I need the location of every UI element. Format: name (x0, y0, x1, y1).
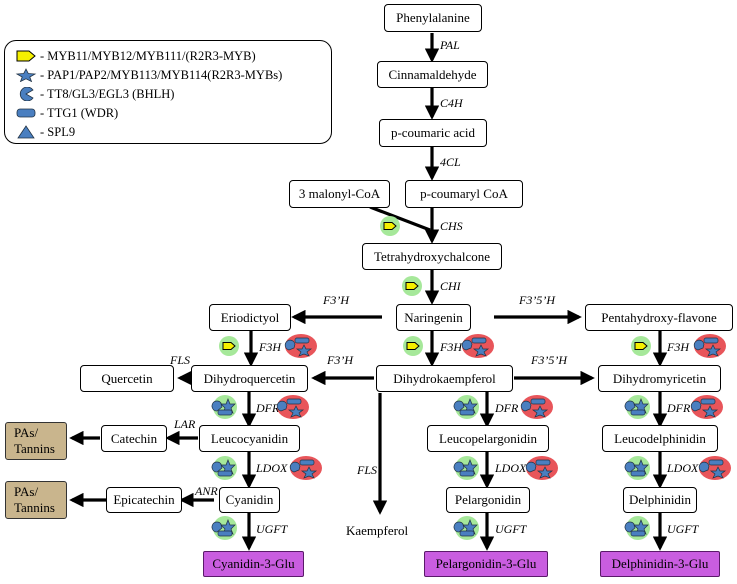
legend-item-spl9: - SPL9 (15, 123, 75, 141)
enzyme-chs: CHS (440, 219, 463, 233)
compound-quercetin: Quercetin (80, 365, 174, 392)
tannins-label: Tannins (14, 441, 55, 456)
regulator-complex-badge-f3h-center (461, 333, 495, 359)
pas-label: PAs/ (14, 484, 39, 499)
pacman-icon (19, 87, 34, 101)
compound-pas-tannins-2: PAs/ Tannins (5, 481, 67, 519)
regulator-complex-badge-ldox-center (525, 455, 559, 481)
enzyme-ugft-center: UGFT (495, 522, 527, 536)
compound-cyanidin: Cyanidin (219, 487, 280, 513)
pas-label: PAs/ (14, 425, 39, 440)
myb-badge-chs (379, 215, 401, 237)
compound-naringenin: Naringenin (396, 304, 471, 331)
enzyme-fls-quercetin: FLS (170, 353, 191, 367)
enzyme-4cl: 4CL (440, 155, 461, 169)
pap-badge-dfr-right (624, 394, 651, 420)
legend-item-ttg1: - TTG1 (WDR) (15, 104, 118, 122)
enzyme-pal: PAL (440, 38, 460, 52)
enzyme-dfr-right: DFR (667, 401, 691, 415)
myb-badge-f3h-left (218, 335, 240, 357)
regulator-complex-badge-ldox-right (698, 455, 732, 481)
malonyl-join (369, 205, 431, 232)
enzyme-ugft-left: UGFT (256, 522, 288, 536)
regulator-complex-badge-dfr-left (276, 394, 310, 420)
legend-text: - SPL9 (40, 124, 76, 139)
enzyme-c4h: C4H (440, 96, 463, 110)
myb-badge-f3h-right (630, 335, 652, 357)
compound-dihydroquercetin: Dihydroquercetin (191, 365, 308, 392)
regulator-complex-badge-dfr-center (520, 394, 554, 420)
rounded-rect-icon (16, 108, 36, 118)
compound-dihydrokaempferol: Dihydrokaempferol (376, 365, 513, 392)
regulator-complex-badge-f3h-right (693, 333, 727, 359)
legend-text: - MYB11/MYB12/MYB111/(R2R3-MYB) (40, 48, 256, 63)
enzyme-lar: LAR (174, 417, 196, 431)
pap-badge-ugft-right (624, 515, 651, 541)
legend-item-myb: - MYB11/MYB12/MYB111/(R2R3-MYB) (15, 47, 256, 65)
triangle-icon (17, 125, 35, 139)
compound-leucopelargonidin: Leucopelargonidin (427, 425, 549, 452)
compound-p-coumaric-acid: p-coumaric acid (379, 119, 487, 147)
enzyme-dfr-left: DFR (256, 401, 280, 415)
compound-epicatechin: Epicatechin (106, 487, 182, 513)
legend-item-tt8: - TT8/GL3/EGL3 (BHLH) (15, 85, 174, 103)
pap-badge-ldox-left (211, 455, 238, 481)
compound-pas-tannins-1: PAs/ Tannins (5, 422, 67, 460)
compound-delphinidin-3-glu: Delphinidin-3-Glu (600, 551, 720, 577)
pap-badge-ldox-right (624, 455, 651, 481)
compound-dihydromyricetin: Dihydromyricetin (598, 365, 721, 392)
star-icon (15, 68, 37, 82)
legend-text: - TTG1 (WDR) (40, 105, 119, 120)
enzyme-ldox-center: LDOX (495, 461, 527, 475)
legend: - MYB11/MYB12/MYB111/(R2R3-MYB) - PAP1/P… (4, 40, 332, 144)
compound-p-coumaryl-coa: p-coumaryl CoA (405, 180, 523, 208)
regulator-complex-badge-f3h-left (284, 333, 318, 359)
compound-cinnamaldehyde: Cinnamaldehyde (377, 61, 488, 88)
myb-badge-f3h-center (402, 335, 424, 357)
enzyme-f35h-mid: F3’5’H (531, 353, 567, 367)
compound-malonyl-coa: 3 malonyl-CoA (289, 180, 390, 208)
compound-pelargonidin: Pelargonidin (446, 487, 530, 513)
legend-text: - TT8/GL3/EGL3 (BHLH) (40, 86, 175, 101)
tannins-label: Tannins (14, 500, 55, 515)
regulator-complex-badge-dfr-right (690, 394, 724, 420)
compound-pelargonidin-3-glu: Pelargonidin-3-Glu (424, 551, 548, 577)
compound-leucodelphinidin: Leucodelphinidin (602, 425, 718, 452)
compound-phenylalanine: Phenylalanine (384, 4, 482, 32)
legend-text: - PAP1/PAP2/MYB113/MYB114(R2R3-MYBs) (40, 67, 283, 82)
enzyme-f35h-top: F3’5’H (519, 293, 555, 307)
compound-cyanidin-3-glu: Cyanidin-3-Glu (203, 551, 304, 577)
enzyme-f3prime-h-top: F3’H (323, 293, 349, 307)
compound-eriodictyol: Eriodictyol (209, 304, 291, 331)
enzyme-dfr-center: DFR (495, 401, 519, 415)
enzyme-chi: CHI (440, 279, 461, 293)
pap-badge-ugft-left (211, 515, 238, 541)
enzyme-f3h-center: F3H (440, 340, 462, 354)
enzyme-anr: ANR (195, 484, 218, 498)
enzyme-f3prime-h-mid: F3’H (327, 353, 353, 367)
enzyme-f3h-left: F3H (259, 340, 281, 354)
compound-leucocyanidin: Leucocyanidin (199, 425, 300, 452)
compound-kaempferol: Kaempferol (346, 523, 409, 538)
enzyme-ldox-right: LDOX (667, 461, 699, 475)
myb-tag-icon (16, 50, 36, 62)
compound-catechin: Catechin (101, 425, 167, 452)
enzyme-fls-kaempferol: FLS (357, 463, 378, 477)
enzyme-f3h-right: F3H (667, 340, 689, 354)
myb-badge-chi (401, 275, 423, 297)
pap-badge-ugft-center (453, 515, 480, 541)
pap-badge-dfr-left (211, 394, 238, 420)
compound-pentahydroxy-flavone: Pentahydroxy-flavone (585, 304, 733, 331)
legend-item-pap: - PAP1/PAP2/MYB113/MYB114(R2R3-MYBs) (15, 66, 282, 84)
compound-tetrahydroxychalcone: Tetrahydroxychalcone (362, 243, 502, 270)
regulator-complex-badge-ldox-left (289, 455, 323, 481)
pap-badge-dfr-center (453, 394, 480, 420)
enzyme-ldox-left: LDOX (256, 461, 288, 475)
compound-delphinidin: Delphinidin (623, 487, 697, 513)
pap-badge-ldox-center (453, 455, 480, 481)
enzyme-ugft-right: UGFT (667, 522, 699, 536)
